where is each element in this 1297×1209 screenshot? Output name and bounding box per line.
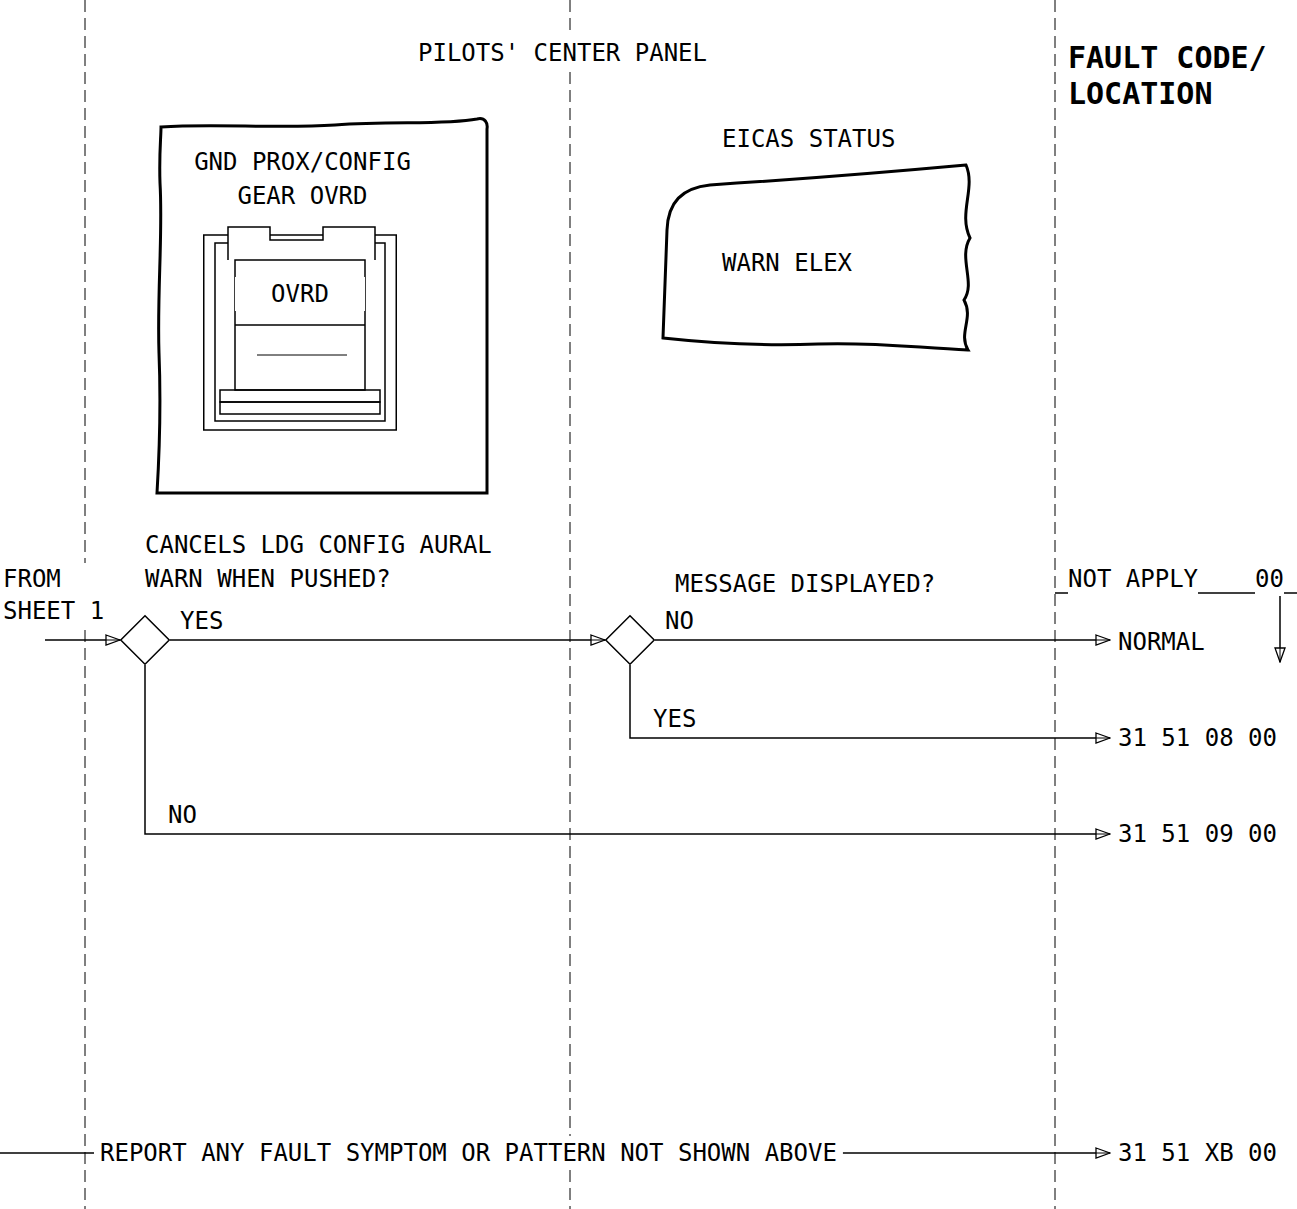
node-text: FROM SHEET 1	[3, 563, 115, 627]
fault-code-note: 00	[1255, 562, 1284, 596]
display-outline	[663, 165, 970, 350]
flow-connector	[170, 639, 605, 641]
node-text: 31 51 09 00	[1118, 817, 1277, 851]
node-text: GND PROX/CONFIG GEAR OVRD	[175, 145, 430, 213]
branch-label: NO	[168, 801, 197, 829]
node-text: 31 51 08 00	[1118, 721, 1277, 755]
flow-connector	[655, 639, 1110, 641]
flow-connector	[45, 639, 120, 641]
switch-frame	[204, 235, 397, 430]
switch-guard	[228, 227, 375, 260]
node-text: 31 51 XB 00	[1118, 1136, 1277, 1170]
not-apply-arrow	[1279, 593, 1281, 662]
flow-connector	[843, 1152, 1110, 1154]
override-switch: OVRD	[203, 225, 397, 433]
switch-frame	[215, 243, 385, 421]
decision-diamond	[120, 615, 170, 665]
switch-guard	[203, 225, 397, 433]
flow-connector	[630, 665, 1110, 738]
result-code: NORMAL	[1118, 625, 1205, 659]
node-text: MESSAGE DISPLAYED?	[675, 567, 1005, 601]
switch-base	[220, 402, 380, 414]
column-divider	[1055, 0, 1056, 1209]
decision-diamond: CANCELS LDG CONFIG AURAL WARN WHEN PUSHE…	[120, 615, 170, 665]
switch-base	[220, 390, 380, 402]
report-instruction: REPORT ANY FAULT SYMPTOM OR PATTERN NOT …	[100, 1136, 837, 1170]
fault-code: 31 51 09 00	[1118, 817, 1277, 851]
flow-connector	[145, 665, 1110, 834]
decision-diamond	[605, 615, 655, 665]
panel-heading: PILOTS' CENTER PANEL	[418, 36, 707, 70]
node-text: CANCELS LDG CONFIG AURAL WARN WHEN PUSHE…	[145, 528, 530, 596]
report-lead-line	[0, 1152, 94, 1154]
branch-label: YES	[653, 705, 696, 733]
control-panel: OVRD GND PROX/CONFIG GEAR OVRD	[155, 113, 490, 495]
node-text: WARN ELEX	[722, 246, 852, 280]
eicas-display: EICAS STATUS WARN ELEX	[658, 118, 980, 368]
decision-diamond: MESSAGE DISPLAYED?	[605, 615, 655, 665]
branch-label: NO	[665, 607, 694, 635]
decision-diamond	[606, 616, 655, 665]
panel-outline	[157, 119, 487, 493]
decision-diamond	[121, 616, 170, 665]
node-text: NORMAL	[1118, 625, 1205, 659]
switch-divider	[235, 324, 365, 326]
branch-label: YES	[180, 607, 223, 635]
fault-code: 31 51 08 00	[1118, 721, 1277, 755]
node-text: OVRD	[235, 277, 365, 311]
switch-button	[235, 260, 365, 390]
fault-code-note: NOT APPLY	[1068, 562, 1198, 596]
switch-legend-line	[257, 355, 347, 356]
fault-code: 31 51 XB 00	[1118, 1136, 1277, 1170]
node-text: REPORT ANY FAULT SYMPTOM OR PATTERN NOT …	[100, 1136, 837, 1170]
column-heading: FAULT CODE/ LOCATION	[1068, 40, 1293, 112]
column-divider	[570, 0, 571, 1209]
display-heading: EICAS STATUS	[722, 122, 895, 156]
sheet-connector: FROM SHEET 1	[3, 563, 115, 627]
